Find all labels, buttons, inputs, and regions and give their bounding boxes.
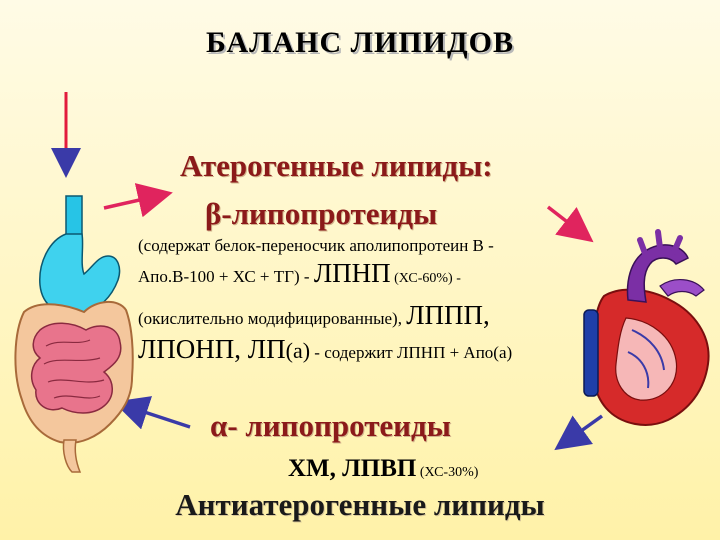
aorta-branches <box>637 229 683 259</box>
hdl-cholesterol-share: (ХС-30%) <box>416 465 479 480</box>
antiatherogenic-to-gut-arrow <box>113 396 191 430</box>
atherogenic-desc-line-2: Апо.В-100 + ХС + ТГ) - ЛПНП (ХС-60%) - <box>138 258 461 289</box>
chylomicron-hdl-label: ХМ, ЛПВП <box>288 455 417 482</box>
atherogenic-heading: Атерогенные липиды: <box>180 148 493 183</box>
digestive-tract-illustration <box>14 195 134 473</box>
alpha-lipoproteins-heading: α- липопротеиды <box>210 408 451 444</box>
gut-to-atherogenic-arrow <box>103 183 173 218</box>
apo-b100-text: Апо.В-100 + ХС + ТГ) - <box>138 267 314 286</box>
alpha-symbol: α <box>210 408 228 443</box>
heart-valve-lines <box>627 329 665 389</box>
heart-illustration <box>583 229 710 426</box>
vena-cava-shape <box>583 309 599 397</box>
esophagus-shape <box>65 195 83 237</box>
atherogenic-desc-line-1: (содержат белок-переносчик аполипопротеи… <box>138 236 494 255</box>
stomach-shape <box>39 233 121 316</box>
small-intestine-shape <box>30 322 122 414</box>
beta-symbol: β <box>205 196 222 231</box>
beta-lipoproteins-label: -липопротеиды <box>221 196 438 231</box>
heart-chamber-shape <box>615 317 678 401</box>
lpa-suffix: (а) <box>285 338 311 363</box>
ldl-cholesterol-share: (ХС-60%) - <box>390 271 461 286</box>
antiatherogenic-heading: Антиатерогенные липиды <box>175 487 545 522</box>
idl-label: ЛППП, <box>406 300 490 330</box>
lpa-description: - содержит ЛПНП + Апо(а) <box>310 343 513 362</box>
intestine-folds <box>43 339 105 399</box>
pulmonary-artery-shape <box>659 279 705 297</box>
ldl-label: ЛПНП <box>313 258 391 288</box>
beta-lipoproteins-heading: β-липопротеиды <box>205 196 437 232</box>
aorta-shape <box>626 244 689 303</box>
oxidized-text: (окислительно модифицированные), <box>138 309 407 328</box>
heart-to-antiatherogenic-arrow <box>554 414 604 451</box>
atherogenic-desc-line-4: ЛПОНП, ЛП(а) - содержит ЛПНП + Апо(а) <box>138 334 512 365</box>
atherogenic-desc-line-3: (окислительно модифицированные), ЛППП, <box>138 300 490 331</box>
antiatherogenic-desc-line: ХМ, ЛПВП (ХС-30%) <box>288 455 478 483</box>
alpha-lipoproteins-label: - липопротеиды <box>227 408 451 443</box>
atherogenic-to-heart-arrow <box>546 205 594 243</box>
vldl-lpa-label: ЛПОНП, ЛП <box>138 334 286 364</box>
page-title: БАЛАНС ЛИПИДОВ <box>206 26 514 59</box>
rectum-shape <box>62 439 82 473</box>
